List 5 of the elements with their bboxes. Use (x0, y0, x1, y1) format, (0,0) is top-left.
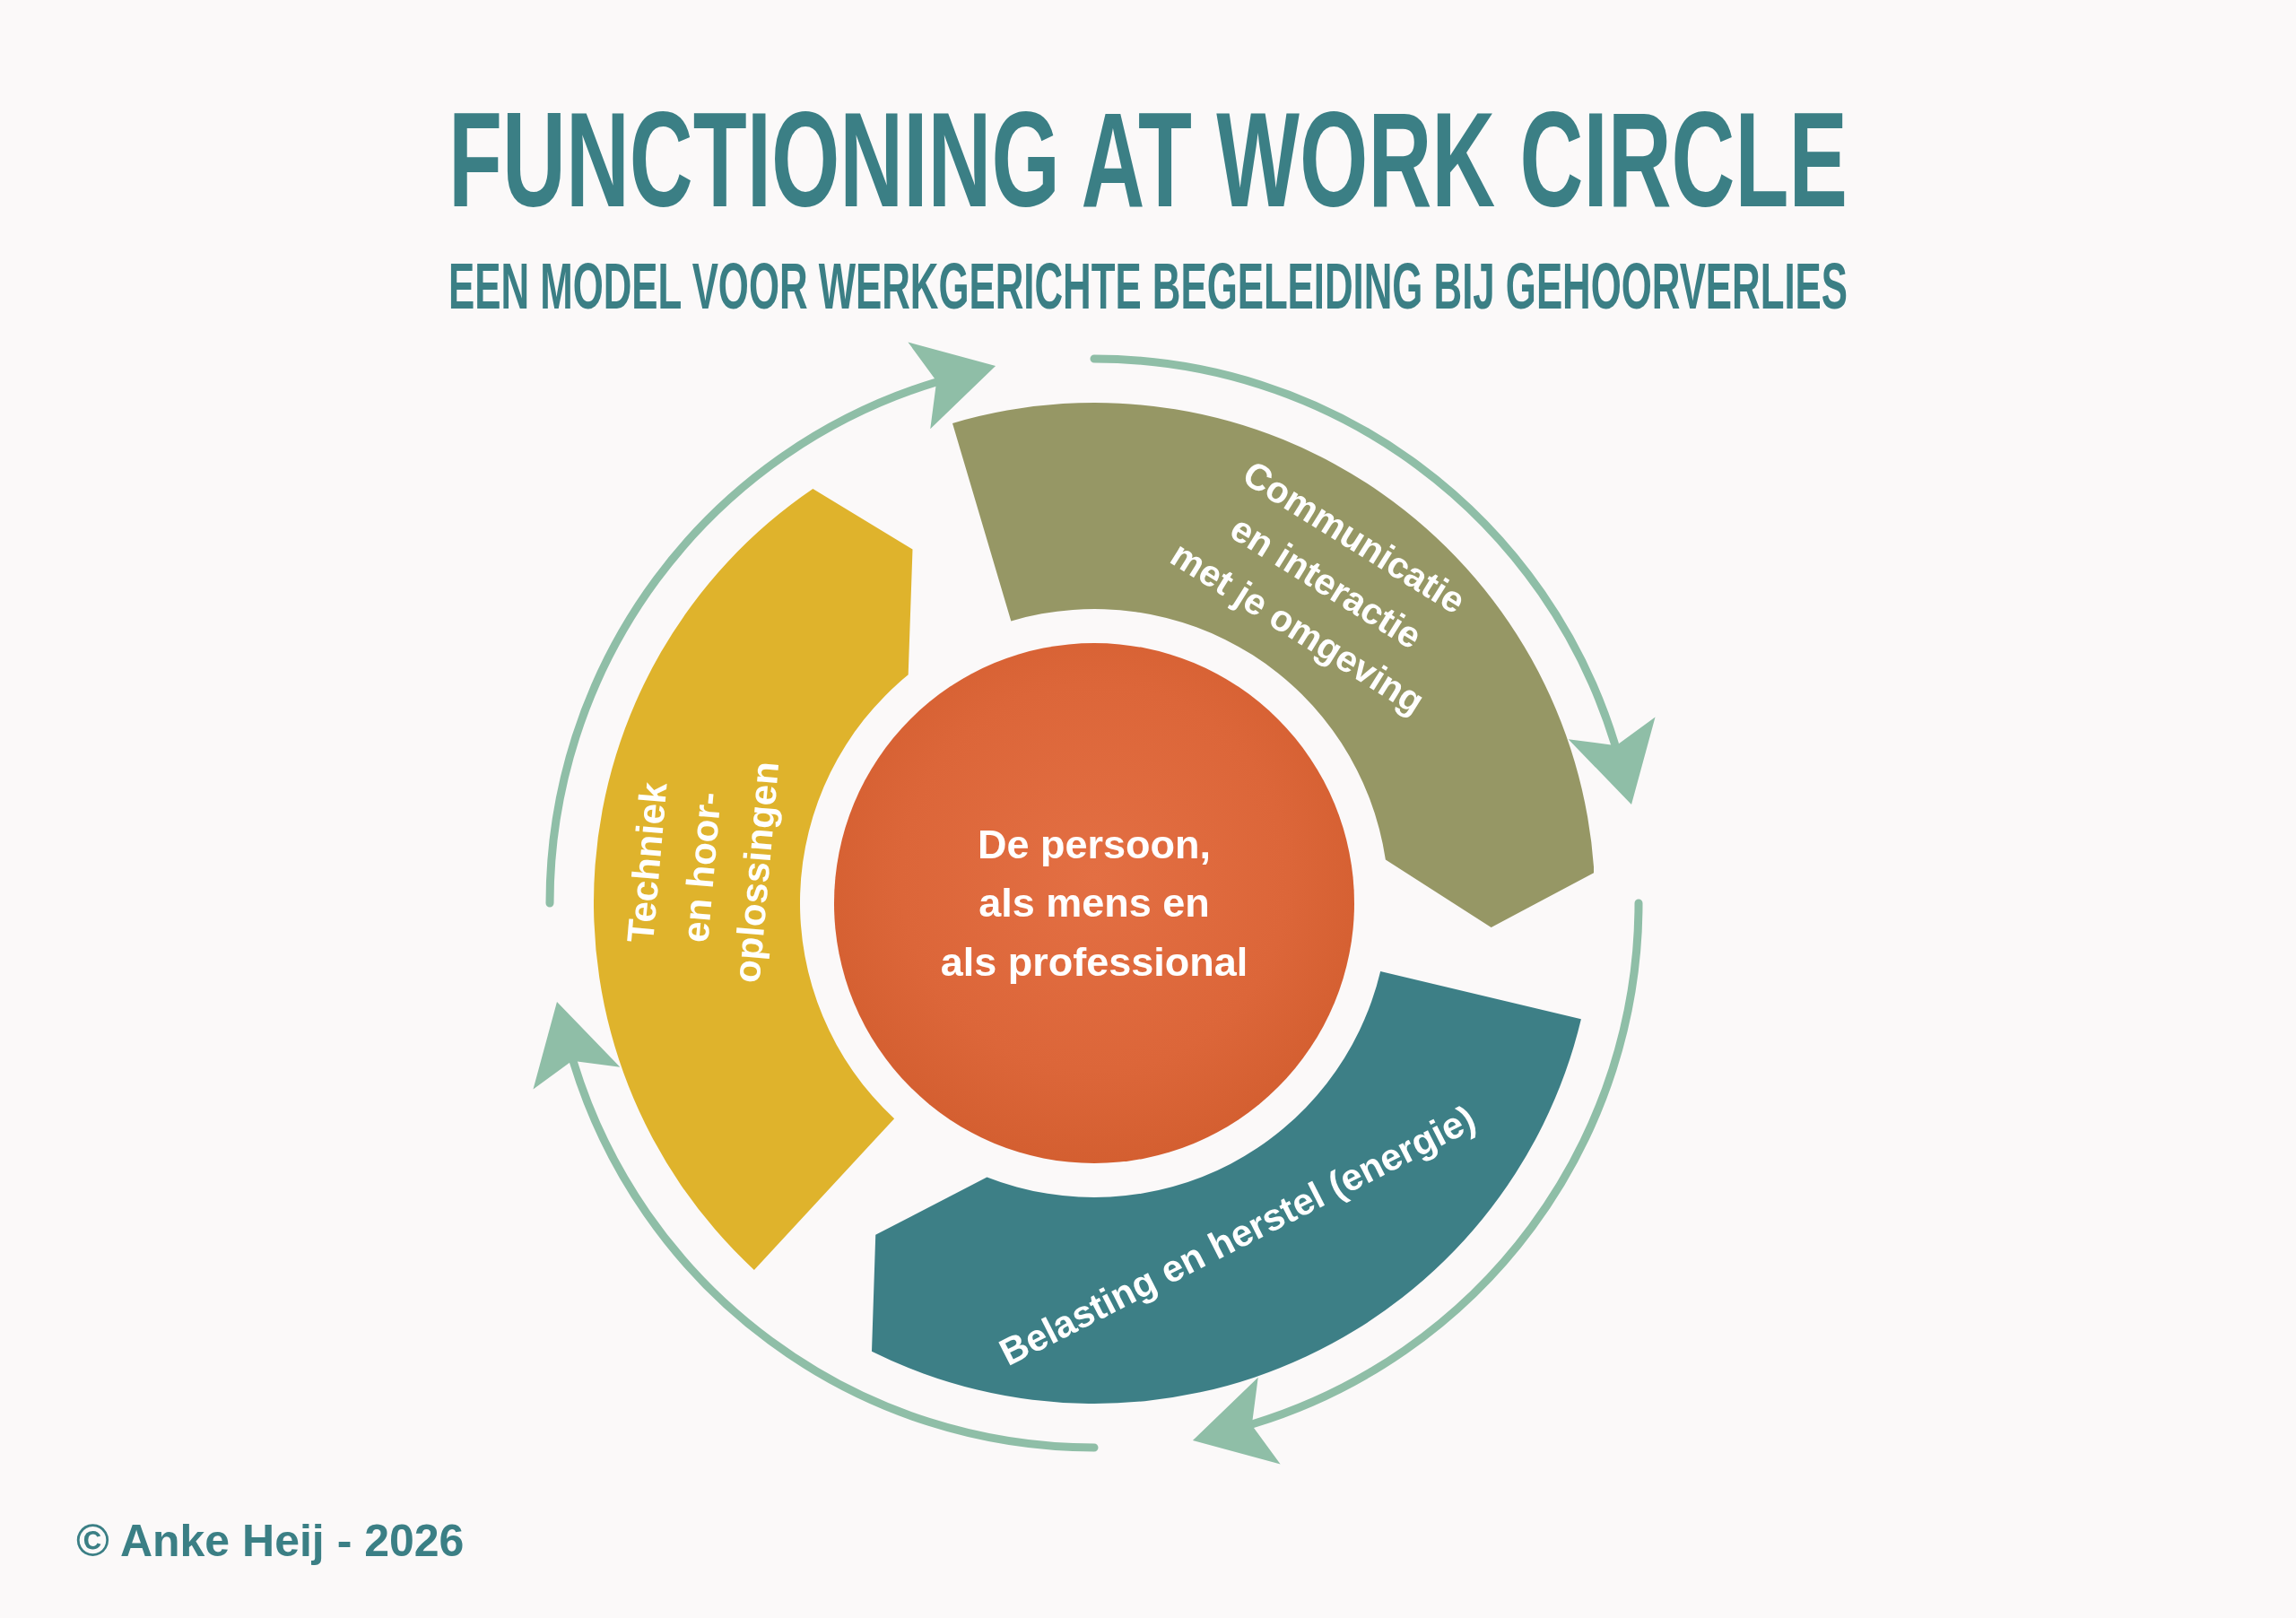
center-label: De persoon, als mens en als professional (940, 821, 1248, 987)
subtitle: EEN MODEL VOOR WERKGERICHTE BEGELEIDING BIJ GEHOORVERLIES (448, 251, 1848, 323)
segment-label: Techniek en hoor-oplossingen (618, 758, 787, 987)
title: FUNCTIONING AT WORK CIRCLE (448, 85, 1848, 234)
copyright-note: © Anke Heij - 2026 (76, 1515, 465, 1567)
